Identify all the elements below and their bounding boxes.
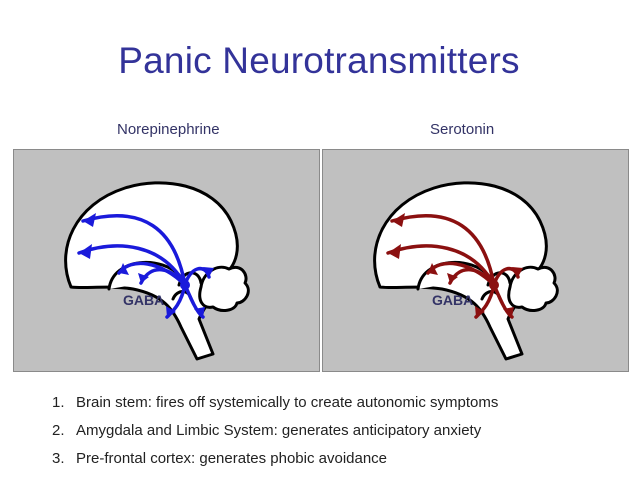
serotonin-label: Serotonin bbox=[430, 121, 495, 138]
gaba-label: GABA bbox=[123, 292, 164, 308]
description-list: 1. Brain stem: fires off systemically to … bbox=[52, 392, 498, 476]
serotonin-brain-diagram: GABA bbox=[322, 149, 629, 372]
serotonin-arrowheads bbox=[388, 213, 523, 317]
norepinephrine-label: Norepinephrine bbox=[117, 121, 220, 138]
serotonin-nucleus bbox=[489, 280, 499, 290]
norepinephrine-brain-diagram: GABA bbox=[13, 149, 320, 372]
norepinephrine-nucleus bbox=[180, 280, 190, 290]
list-item: 1. Brain stem: fires off systemically to … bbox=[52, 392, 498, 420]
list-text: Pre-frontal cortex: generates phobic avo… bbox=[76, 450, 388, 467]
gaba-label: GABA bbox=[432, 292, 473, 308]
list-number: 3. bbox=[52, 450, 65, 467]
list-number: 1. bbox=[52, 394, 65, 411]
norepinephrine-arrowheads bbox=[79, 213, 214, 317]
norepinephrine-brain-panel: GABA bbox=[13, 149, 320, 372]
serotonin-brain-panel: GABA bbox=[322, 149, 629, 372]
list-text: Amygdala and Limbic System: generates an… bbox=[76, 422, 482, 439]
list-item: 3. Pre-frontal cortex: generates phobic a… bbox=[52, 448, 498, 476]
list-number: 2. bbox=[52, 422, 65, 439]
list-item: 2. Amygdala and Limbic System: generates … bbox=[52, 420, 498, 448]
list-text: Brain stem: fires off systemically to cr… bbox=[76, 394, 499, 411]
slide-title: Panic Neurotransmitters bbox=[118, 40, 520, 81]
